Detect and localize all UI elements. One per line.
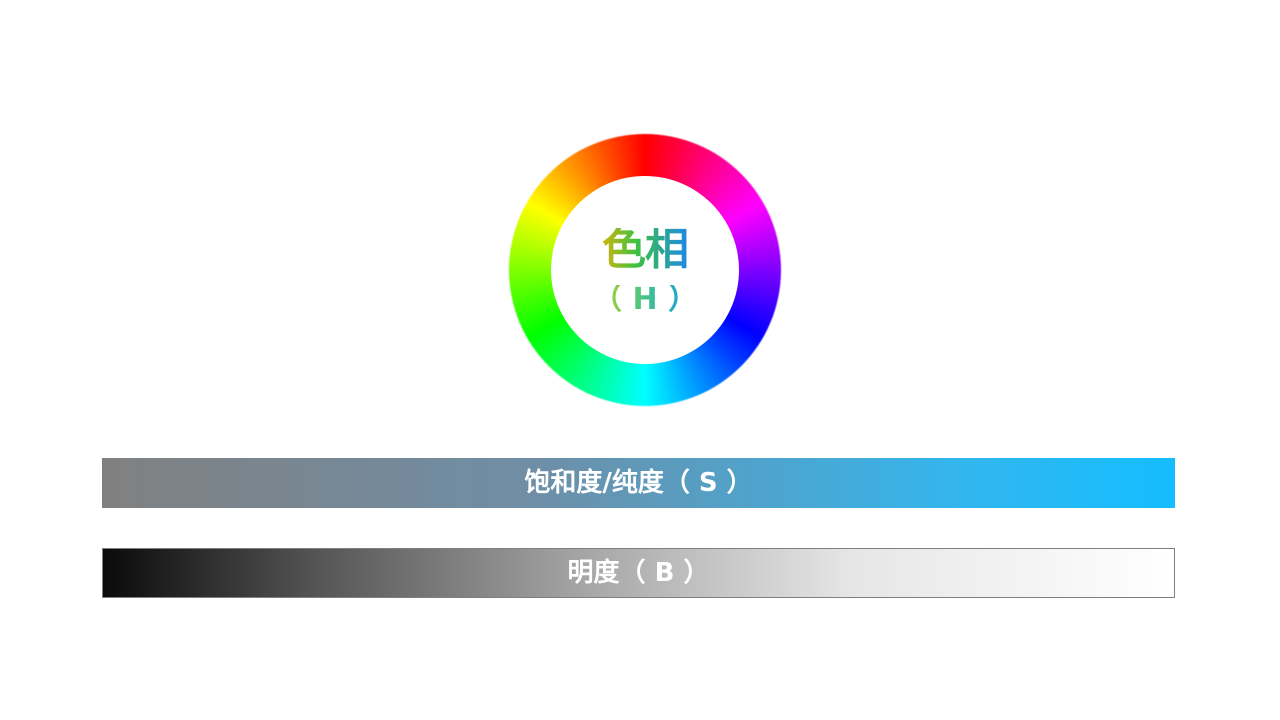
saturation-label: 饱和度/纯度（ S ） — [524, 468, 753, 498]
saturation-gradient-bar: 饱和度/纯度（ S ） — [102, 458, 1175, 508]
hue-title: 色相 — [551, 228, 739, 272]
hue-wheel-center — [551, 176, 739, 364]
brightness-gradient-bar: 明度（ B ） — [102, 548, 1175, 598]
brightness-label: 明度（ B ） — [567, 558, 710, 588]
hue-subtitle: （ H ） — [551, 285, 739, 315]
